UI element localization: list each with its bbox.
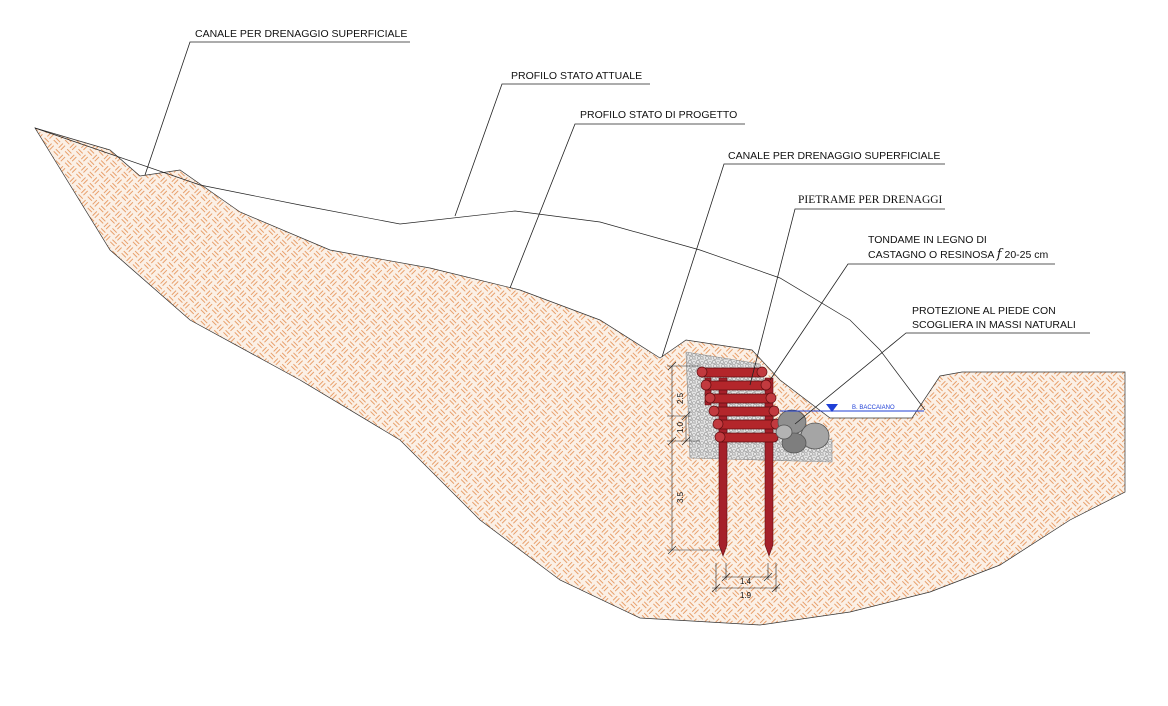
log-end [768, 405, 780, 417]
diameter-symbol: f [996, 247, 1004, 262]
log-end [704, 392, 716, 404]
terrain-hatch [34, 127, 1126, 626]
timber-logs [696, 366, 782, 443]
log [709, 406, 779, 417]
label-surface-channel-top: CANALE PER DRENAGGIO SUPERFICIALE [195, 28, 407, 40]
dimension-upper-height: 2.5 [676, 392, 685, 404]
leader-lines [144, 41, 1090, 425]
label-timber-diameter: 20-25 cm [1002, 249, 1049, 261]
label-existing-profile: PROFILO STATO ATTUALE [511, 70, 642, 82]
dimension-outer-width: 1.9 [740, 591, 752, 600]
label-timber-line1: TONDAME IN LEGNO DI [868, 234, 987, 246]
water-level-triangle-icon [826, 404, 838, 412]
log-end [708, 405, 720, 417]
log-end [712, 418, 724, 430]
label-surface-channel-mid: CANALE PER DRENAGGIO SUPERFICIALE [728, 150, 940, 162]
water-level-label: B. BACCAIANO [852, 405, 895, 411]
log-end [714, 431, 726, 443]
label-timber-line2: CASTAGNO O RESINOSA f 20-25 cm [868, 247, 1049, 262]
log-end [760, 379, 772, 391]
dimension-inner-width: 1.4 [740, 577, 752, 586]
boulder [775, 424, 793, 440]
log-end [700, 379, 712, 391]
dimension-lines [667, 361, 781, 593]
terrain-ground-mass [34, 127, 1126, 626]
stake [764, 377, 774, 557]
dimension-stake-depth: 3.5 [676, 491, 685, 503]
label-drain-stones: PIETRAME PER DRENAGGI [798, 194, 943, 206]
log [713, 419, 781, 430]
water-level-marker: B. BACCAIANO [780, 404, 924, 412]
label-toe-protection-line2: SCOGLIERA IN MASSI NATURALI [912, 319, 1076, 331]
log [701, 380, 771, 391]
label-timber-line2-text: CASTAGNO O RESINOSA [868, 249, 997, 261]
log-end [696, 366, 708, 378]
log [705, 393, 775, 404]
log-end [765, 392, 777, 404]
stake [718, 377, 728, 557]
label-toe-protection-line1: PROTEZIONE AL PIEDE CON [912, 305, 1056, 317]
existing-profile-line [34, 127, 926, 411]
toe-boulders [775, 409, 830, 454]
label-design-profile: PROFILO STATO DI PROGETTO [580, 109, 737, 121]
log-end [756, 366, 768, 378]
dimension-step-height: 1.0 [676, 421, 685, 433]
